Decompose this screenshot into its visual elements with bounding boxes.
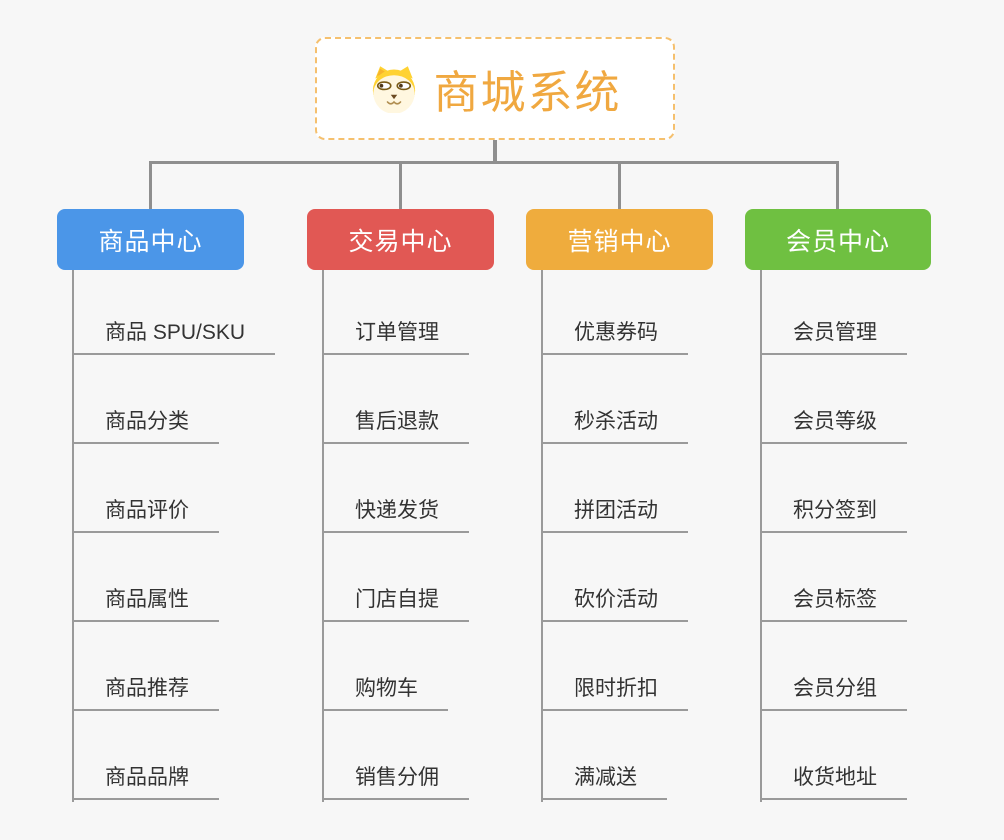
leaf-node-member-management[interactable]: 会员管理 bbox=[760, 311, 907, 355]
leaf-node-group-buy[interactable]: 拼团活动 bbox=[541, 489, 688, 533]
shiba-dog-icon bbox=[368, 65, 420, 113]
leaf-node-product-spu-sku[interactable]: 商品 SPU/SKU bbox=[72, 311, 276, 355]
branch-spine-line-1 bbox=[72, 270, 74, 802]
leaf-node-flash-sale[interactable]: 秒杀活动 bbox=[541, 400, 688, 444]
branch-horizontal-line bbox=[149, 161, 839, 164]
branch-spine-line-2 bbox=[322, 270, 324, 802]
leaf-node-product-attribute[interactable]: 商品属性 bbox=[72, 578, 219, 622]
leaf-node-aftersale-refund[interactable]: 售后退款 bbox=[322, 400, 469, 444]
root-stem-line bbox=[493, 140, 497, 163]
branch-drop-line-3 bbox=[618, 162, 621, 209]
root-node[interactable]: 商城系统 bbox=[315, 37, 675, 140]
leaf-node-shopping-cart[interactable]: 购物车 bbox=[322, 667, 448, 711]
leaf-node-member-tag[interactable]: 会员标签 bbox=[760, 578, 907, 622]
leaf-node-product-review[interactable]: 商品评价 bbox=[72, 489, 219, 533]
root-title: 商城系统 bbox=[433, 67, 622, 118]
branch-drop-line-1 bbox=[149, 162, 152, 209]
leaf-node-product-recommend[interactable]: 商品推荐 bbox=[72, 667, 219, 711]
branch-node-trade-center[interactable]: 交易中心 bbox=[307, 209, 494, 270]
leaf-node-order-management[interactable]: 订单管理 bbox=[322, 311, 469, 355]
leaf-node-bargain-activity[interactable]: 砍价活动 bbox=[541, 578, 688, 622]
branch-node-product-center[interactable]: 商品中心 bbox=[57, 209, 244, 270]
leaf-node-coupon-code[interactable]: 优惠券码 bbox=[541, 311, 688, 355]
leaf-node-member-group[interactable]: 会员分组 bbox=[760, 667, 907, 711]
leaf-node-member-level[interactable]: 会员等级 bbox=[760, 400, 907, 444]
leaf-node-express-shipping[interactable]: 快递发货 bbox=[322, 489, 469, 533]
leaf-node-limited-time-discount[interactable]: 限时折扣 bbox=[541, 667, 688, 711]
branch-spine-line-4 bbox=[760, 270, 762, 802]
leaf-node-product-brand[interactable]: 商品品牌 bbox=[72, 756, 219, 800]
branch-node-marketing-center[interactable]: 营销中心 bbox=[526, 209, 713, 270]
leaf-node-full-reduction[interactable]: 满减送 bbox=[541, 756, 667, 800]
leaf-node-points-checkin[interactable]: 积分签到 bbox=[760, 489, 907, 533]
leaf-node-store-pickup[interactable]: 门店自提 bbox=[322, 578, 469, 622]
branch-drop-line-2 bbox=[399, 162, 402, 209]
branch-spine-line-3 bbox=[541, 270, 543, 802]
leaf-node-shipping-address[interactable]: 收货地址 bbox=[760, 756, 907, 800]
branch-node-member-center[interactable]: 会员中心 bbox=[745, 209, 931, 270]
leaf-node-product-category[interactable]: 商品分类 bbox=[72, 400, 219, 444]
leaf-node-sales-commission[interactable]: 销售分佣 bbox=[322, 756, 469, 800]
branch-drop-line-4 bbox=[836, 162, 839, 209]
